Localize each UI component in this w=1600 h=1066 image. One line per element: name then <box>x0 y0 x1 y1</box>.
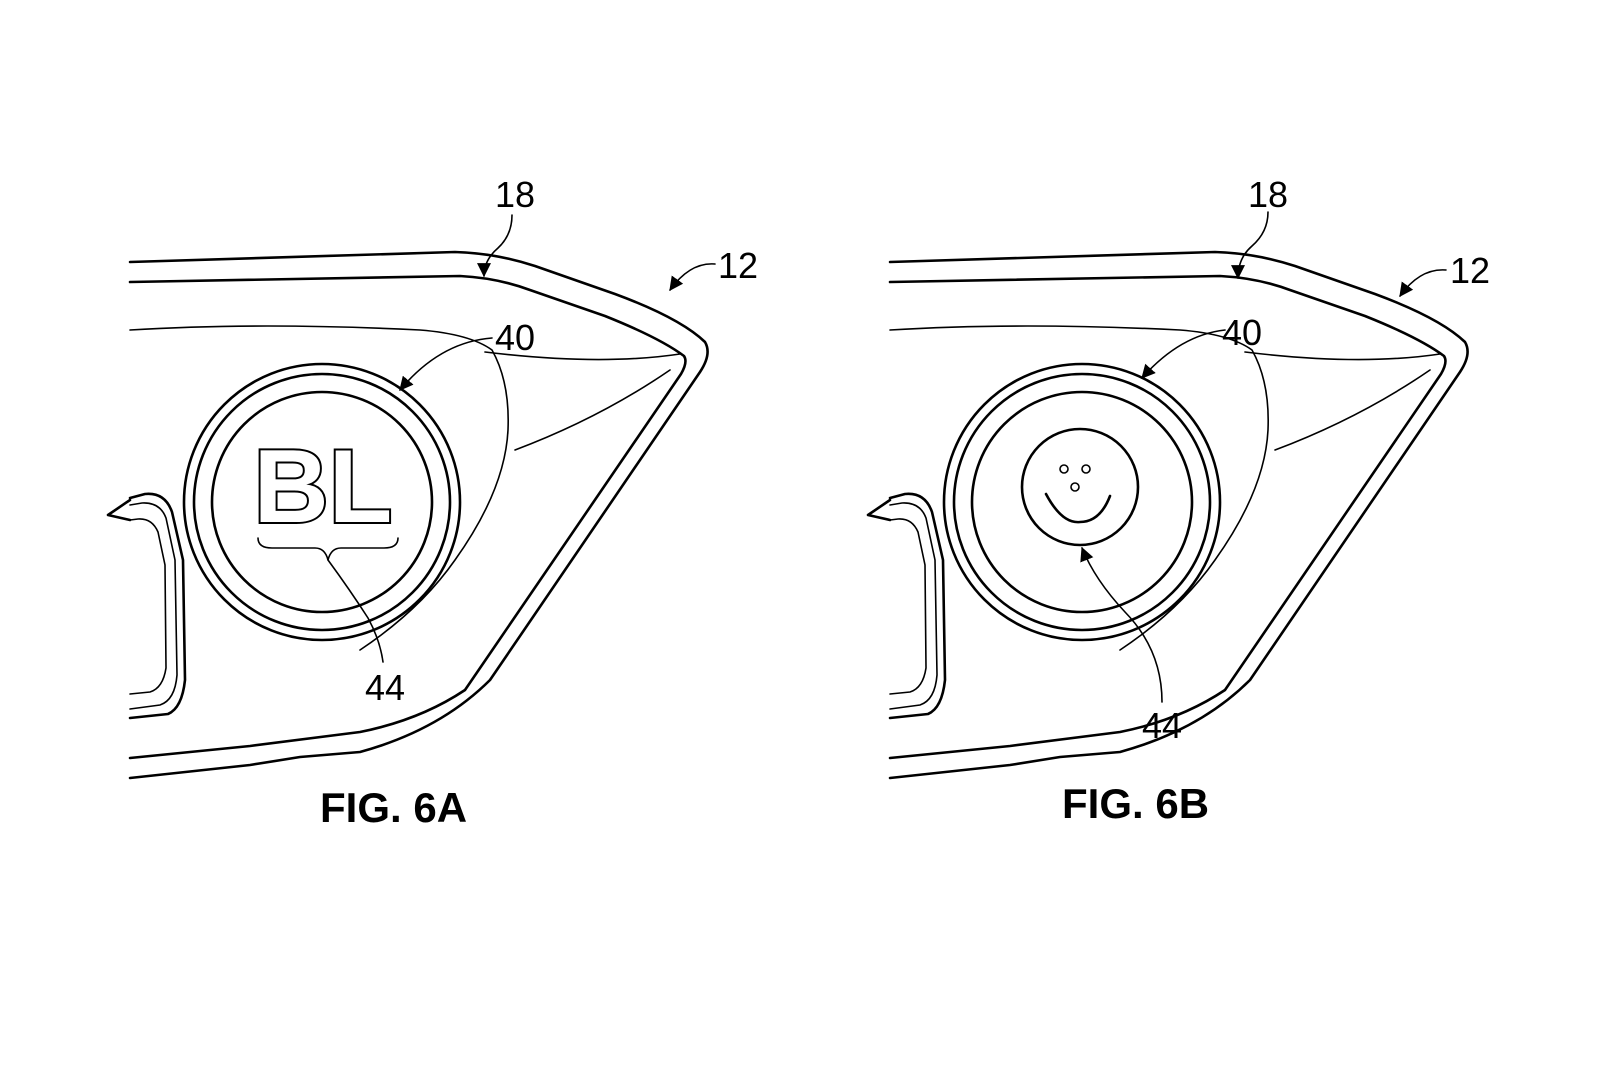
leader-18-6b <box>1231 211 1269 280</box>
label-18-6a: 18 <box>495 174 535 215</box>
label-40-6b: 40 <box>1222 312 1262 353</box>
caption-6b: FIG. 6B <box>1062 780 1209 827</box>
label-12-6b: 12 <box>1450 250 1490 291</box>
mirror-housing-6b <box>866 250 1469 780</box>
figure-6a: BL 44 40 18 12 FIG. 6A <box>106 174 758 831</box>
mirror-housing-6a <box>106 250 709 780</box>
figure-6b: 44 40 18 12 FIG. 6B <box>866 174 1490 827</box>
label-18-6b: 18 <box>1248 174 1288 215</box>
label-44-6b: 44 <box>1142 705 1182 746</box>
caption-6a: FIG. 6A <box>320 784 467 831</box>
leader-12-6a <box>669 263 716 291</box>
leader-44-6b <box>1080 546 1163 703</box>
smiley-face-icon <box>1020 427 1140 547</box>
leader-18-6a <box>477 214 513 278</box>
indicia-text-6a: BL <box>254 429 393 545</box>
label-40-6a: 40 <box>495 317 535 358</box>
label-12-6a: 12 <box>718 245 758 286</box>
leader-40-6b <box>1141 329 1226 379</box>
leader-40-6a <box>399 337 493 391</box>
leader-12-6b <box>1399 269 1447 297</box>
label-44-6a: 44 <box>365 667 405 708</box>
leader-44-6a <box>327 559 384 663</box>
